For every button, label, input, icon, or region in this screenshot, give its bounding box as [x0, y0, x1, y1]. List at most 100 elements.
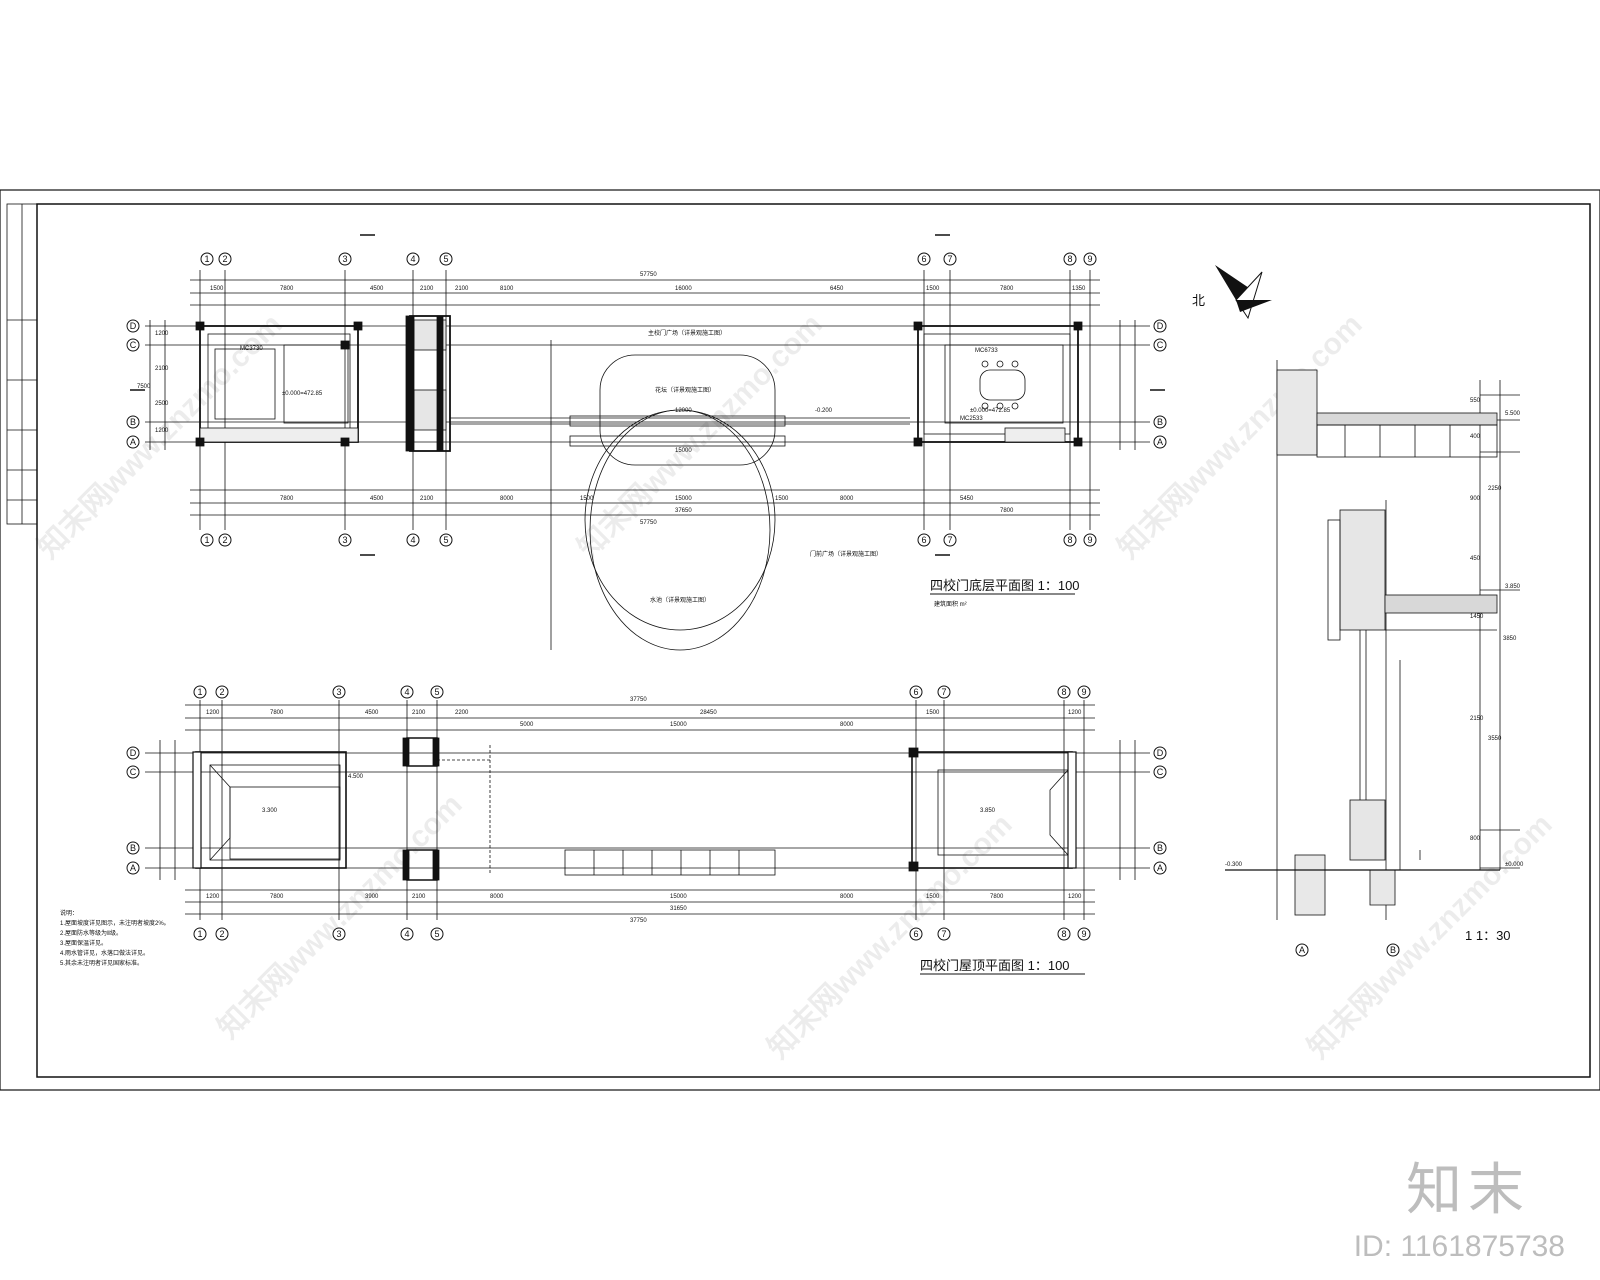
svg-text:C: C	[1157, 340, 1164, 350]
axis-bubble: 8	[1057, 685, 1071, 699]
svg-text:6: 6	[913, 929, 918, 939]
axis-bubble: 7	[937, 685, 951, 699]
watermark-2: 知末网www.znzmo.com	[572, 308, 829, 565]
plan1-dim: 2100	[455, 286, 469, 292]
plan2-title: 四校门屋顶平面图 1：100	[920, 958, 1070, 973]
image-id-label: ID: 1161875738	[1353, 1230, 1565, 1263]
axis-bubble: 3	[338, 252, 352, 266]
axis-bubble: C	[126, 765, 140, 779]
axis-bubble: A	[1153, 861, 1167, 875]
svg-text:8: 8	[1061, 929, 1066, 939]
svg-text:8: 8	[1067, 254, 1072, 264]
plan1-overall-dim: 57750	[640, 272, 657, 278]
section-title: 1 1：30	[1465, 928, 1511, 943]
plan2-dim: 1500	[926, 710, 940, 716]
section-dim: 900	[1470, 496, 1481, 502]
svg-text:D: D	[130, 748, 137, 758]
plan2-notes-title: 说明：	[60, 909, 78, 917]
north-arrow: 北	[1192, 265, 1272, 320]
axis-bubble: 1	[193, 685, 207, 699]
svg-text:C: C	[1157, 767, 1164, 777]
plan2-dim: 4500	[365, 710, 379, 716]
svg-text:6: 6	[913, 687, 918, 697]
section-dim: 800	[1470, 836, 1481, 842]
svg-text:D: D	[130, 321, 137, 331]
plan1-dim: 6450	[830, 286, 844, 292]
plan1-side-total: 7500	[137, 384, 151, 390]
section-dim: 550	[1470, 398, 1481, 404]
svg-text:7: 7	[941, 929, 946, 939]
axis-bubble: 5	[439, 533, 453, 547]
plan1-side-dim: 1200	[155, 331, 169, 337]
section-elevation: -0.300	[1225, 862, 1243, 868]
plan2-dim: 1200	[206, 710, 220, 716]
plan2-dim-bottom: 1200	[206, 894, 220, 900]
axis-bubble: B	[1386, 943, 1400, 957]
svg-text:3: 3	[342, 254, 347, 264]
svg-text:C: C	[130, 767, 137, 777]
title-strip	[6, 203, 38, 525]
axis-bubble: 8	[1057, 927, 1071, 941]
plan1-door-right: MC6733	[975, 348, 998, 354]
axis-bubble: 4	[406, 533, 420, 547]
axis-bubble: 4	[400, 685, 414, 699]
plan1-overall-dim-bottom: 57750	[640, 520, 657, 526]
plan2-dim: 7800	[270, 710, 284, 716]
section-dim: 2150	[1470, 716, 1484, 722]
plan1-central-label: 花坛（详景观施工图）	[655, 386, 715, 394]
section-dim: 450	[1470, 556, 1481, 562]
svg-text:3: 3	[336, 929, 341, 939]
svg-text:6: 6	[921, 254, 926, 264]
sheet-inner-frame	[36, 203, 1591, 1078]
plan1-door-left: MC3730	[240, 346, 263, 352]
axis-bubble: 7	[937, 927, 951, 941]
svg-text:9: 9	[1087, 535, 1092, 545]
plan2-note: 1.屋面坡度详见图示，未注明者坡度2%。	[60, 919, 170, 927]
section-dim: 3550	[1488, 736, 1502, 742]
plan2-note: 4.雨水管详见，水落口做法详见。	[60, 949, 149, 957]
svg-text:5: 5	[434, 929, 439, 939]
section-elevation: ±0.000	[1505, 862, 1524, 868]
svg-text:8: 8	[1067, 535, 1072, 545]
plan2-dim: 2100	[412, 710, 426, 716]
plan2-overall-dim: 37750	[630, 697, 647, 703]
plan2-elev-left: 3.300	[262, 808, 278, 814]
plan2-dim: 1200	[1068, 710, 1082, 716]
svg-text:4: 4	[410, 254, 415, 264]
plan1-dim: 16000	[675, 286, 692, 292]
axis-bubble: 4	[400, 927, 414, 941]
svg-text:5: 5	[443, 535, 448, 545]
plan1-span-dim: 37650	[675, 508, 692, 514]
axis-bubble: 8	[1063, 252, 1077, 266]
axis-bubble: 1	[193, 927, 207, 941]
axis-bubble: 3	[338, 533, 352, 547]
plan2-axis-bubbles: 1 2 3 4 5 6 7 8 9 1 2 3 4 5 6 7 8 9 D C …	[126, 685, 1167, 941]
svg-text:A: A	[130, 863, 136, 873]
svg-text:7: 7	[947, 535, 952, 545]
plan1-side-dim: 2500	[155, 401, 169, 407]
svg-text:1: 1	[197, 687, 202, 697]
plan2-dim-bottom: 1500	[926, 894, 940, 900]
plan1-dim: 1500	[210, 286, 224, 292]
axis-bubble: D	[126, 319, 140, 333]
plan1-dim: 1500	[926, 286, 940, 292]
north-label: 北	[1192, 293, 1205, 308]
svg-text:1: 1	[204, 535, 209, 545]
plan2-dim: 2200	[455, 710, 469, 716]
plan1-dim-bottom: 8000	[840, 496, 854, 502]
plan1-dim: 2100	[420, 286, 434, 292]
plan1-plaza-label: 门前广场（详景观施工图）	[810, 550, 882, 558]
svg-text:1: 1	[197, 929, 202, 939]
section-dim: 1450	[1470, 614, 1484, 620]
axis-bubble: 9	[1077, 685, 1091, 699]
plan2-note: 5.其余未注明者详见国家标准。	[60, 959, 143, 967]
axis-bubble: 8	[1063, 533, 1077, 547]
plan1-road-label: 主校门广场（详景观施工图）	[648, 329, 726, 337]
plan1-dim-bottom: 1500	[775, 496, 789, 502]
axis-bubble: A	[126, 861, 140, 875]
section-labels: 5.500 3.850 ±0.000 -0.300 550 400 900 22…	[1225, 398, 1524, 957]
svg-text:B: B	[130, 843, 136, 853]
ground-floor-plan	[130, 234, 1165, 651]
axis-bubble: 9	[1083, 533, 1097, 547]
plan2-note: 2.屋面防水等级为Ⅱ级。	[60, 929, 122, 937]
